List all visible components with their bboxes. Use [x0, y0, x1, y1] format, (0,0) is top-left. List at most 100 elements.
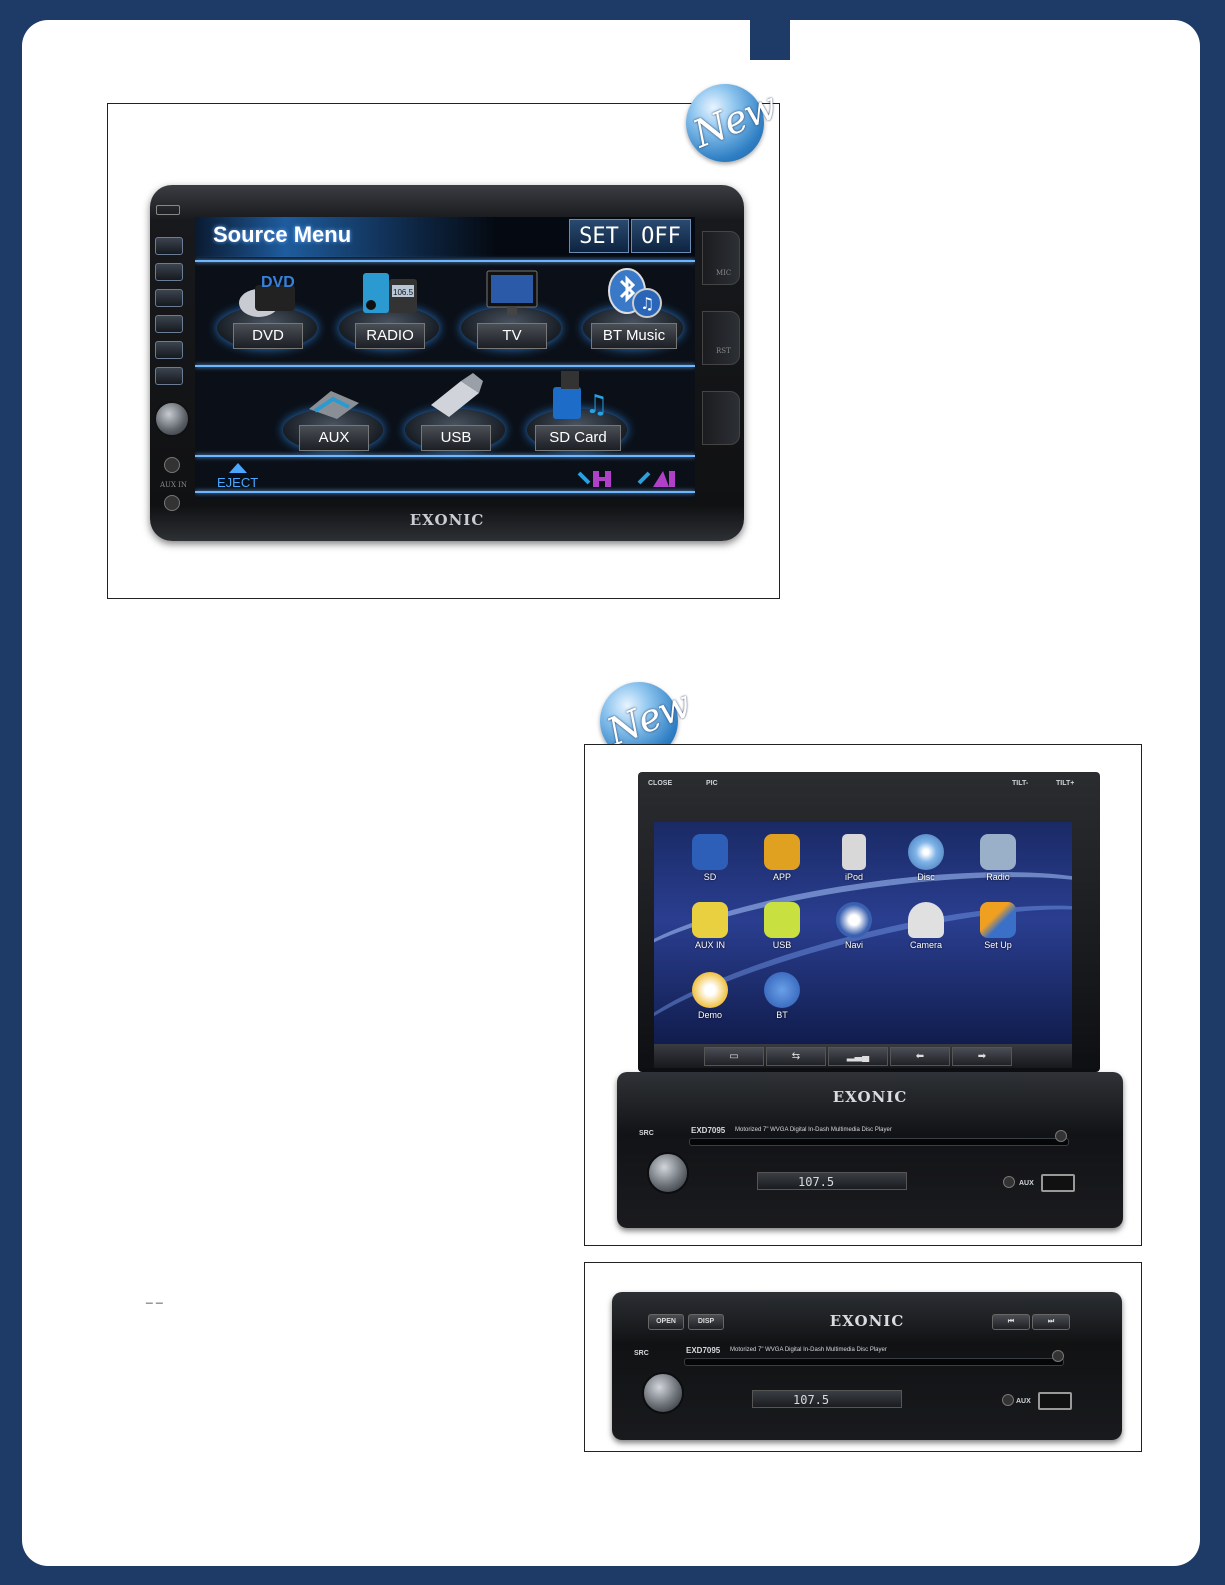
svg-text:♫: ♫ [640, 294, 654, 313]
open-button[interactable]: OPEN [648, 1314, 684, 1330]
source-label: RADIO [355, 323, 425, 349]
source-bt-music[interactable]: ♫ BT Music [581, 267, 685, 357]
set-button[interactable]: SET [569, 219, 629, 253]
source-radio[interactable]: 106.5 RADIO [337, 267, 441, 357]
bluetooth-icon [764, 972, 800, 1008]
src-hw-button[interactable] [155, 263, 183, 281]
source-label: TV [477, 323, 547, 349]
radio-icon [980, 834, 1016, 870]
model-number: EXD7095 [691, 1126, 726, 1135]
app-radio[interactable]: Radio [966, 834, 1030, 882]
aux-label: AUX [1019, 1180, 1034, 1187]
mic-label: MIC [716, 269, 732, 277]
app-ipod[interactable]: iPod [822, 834, 886, 882]
rst-label: RST [716, 347, 731, 355]
usb-icon [764, 902, 800, 938]
right-hw-button-3[interactable] [702, 391, 740, 445]
eject-button[interactable] [1052, 1350, 1064, 1362]
app-disc[interactable]: Disc [894, 834, 958, 882]
source-tv[interactable]: TV [459, 267, 563, 357]
next-page-button[interactable]: ➡ [952, 1047, 1012, 1066]
volume-knob[interactable] [154, 401, 190, 437]
lcd-display: 107.5 [757, 1172, 907, 1190]
tilt-up-button[interactable]: TILT+ [1056, 780, 1075, 787]
eject-button[interactable]: EJECT [217, 463, 258, 490]
usb-port [1041, 1174, 1075, 1192]
model-description: Motorized 7" WVGA Digital In-Dash Multim… [735, 1127, 892, 1133]
app-set-up[interactable]: Set Up [966, 902, 1030, 950]
svg-text:♫: ♫ [585, 390, 608, 420]
brand-logo: EXONIC [829, 1312, 905, 1330]
tools-icon [980, 902, 1016, 938]
source-label: USB [421, 425, 491, 451]
tv-icon [486, 270, 538, 315]
source-dvd[interactable]: DVD DVD [215, 267, 319, 357]
off-button[interactable]: OFF [631, 219, 691, 253]
call-answer-icon[interactable] [635, 467, 685, 489]
camera-icon [908, 902, 944, 938]
right-hw-button-2[interactable] [702, 311, 740, 365]
app-label: Navi [844, 940, 863, 950]
bottom-toolbar: ▭ ⇆ ▂▃▄ ⬅ ➡ [654, 1044, 1072, 1068]
radio-icon: 106.5 [363, 273, 417, 313]
prev-page-button[interactable]: ⬅ [890, 1047, 950, 1066]
source-sd-card[interactable]: ♫ SD Card [525, 369, 629, 459]
usb-icon [431, 373, 483, 417]
src-button[interactable]: SRC [639, 1130, 654, 1137]
app-aux-in[interactable]: AUX IN [678, 902, 742, 950]
source-usb[interactable]: USB [403, 369, 507, 459]
right-hw-button-1[interactable] [702, 231, 740, 285]
band-hw-button[interactable] [155, 289, 183, 307]
model-number: EXD7095 [686, 1346, 721, 1355]
app-menu-screen: SD APP iPod Disc Radio AUX IN USB Navi C… [654, 822, 1072, 1068]
app-label: Demo [697, 1010, 722, 1020]
app-camera[interactable]: Camera [894, 902, 958, 950]
aux-label: AUX [1016, 1398, 1031, 1405]
app-label: iPod [844, 872, 863, 882]
open-hw-button[interactable] [155, 367, 183, 385]
aux-in-icon [692, 902, 728, 938]
app-usb[interactable]: USB [750, 902, 814, 950]
app-icon [764, 834, 800, 870]
app-demo[interactable]: Demo [678, 972, 742, 1020]
next-track-button[interactable]: ⏭ [1032, 1314, 1070, 1330]
swap-button[interactable]: ⇆ [766, 1047, 826, 1066]
keyboard-button[interactable]: ▭ [704, 1047, 764, 1066]
eject-hw-button[interactable] [155, 237, 183, 255]
app-sd[interactable]: SD [678, 834, 742, 882]
app-bt[interactable]: BT [750, 972, 814, 1020]
app-label: AUX IN [694, 940, 725, 950]
volume-knob[interactable] [647, 1152, 689, 1194]
prev-track-button[interactable]: ⏮ [992, 1314, 1030, 1330]
sd-card-icon: ♫ [553, 371, 608, 420]
app-label: SD [703, 872, 717, 882]
tilt-down-button[interactable]: TILT- [1012, 780, 1029, 787]
divider-line [195, 491, 695, 493]
app-app[interactable]: APP [750, 834, 814, 882]
equalizer-button[interactable]: ▂▃▄ [828, 1047, 888, 1066]
aux-icon [309, 391, 359, 419]
mini-usb-port [156, 205, 180, 215]
screen-title: Source Menu [213, 222, 352, 247]
bluetooth-music-icon: ♫ [608, 268, 662, 318]
divider-line [195, 365, 695, 367]
head-unit-touchscreen: AUX IN MIC RST Source Menu SET OFF DVD D… [150, 185, 744, 541]
app-label: Disc [917, 872, 935, 882]
ipod-icon [842, 834, 866, 870]
eject-button[interactable] [1055, 1130, 1067, 1142]
sd-icon [692, 834, 728, 870]
new-badge-1: New [686, 84, 782, 162]
source-aux[interactable]: AUX [281, 369, 385, 459]
src-button[interactable]: SRC [634, 1350, 649, 1357]
source-label: BT Music [591, 323, 677, 349]
close-button[interactable]: CLOSE [648, 780, 673, 787]
source-label: AUX [299, 425, 369, 451]
play-pause-hw-button[interactable] [155, 341, 183, 359]
disc-icon [908, 834, 944, 870]
volume-knob[interactable] [642, 1372, 684, 1414]
power-hw-button[interactable] [155, 315, 183, 333]
disp-button[interactable]: DISP [688, 1314, 724, 1330]
pic-button[interactable]: PIC [706, 780, 718, 787]
app-navi[interactable]: Navi [822, 902, 886, 950]
call-transfer-icon[interactable] [575, 467, 625, 489]
